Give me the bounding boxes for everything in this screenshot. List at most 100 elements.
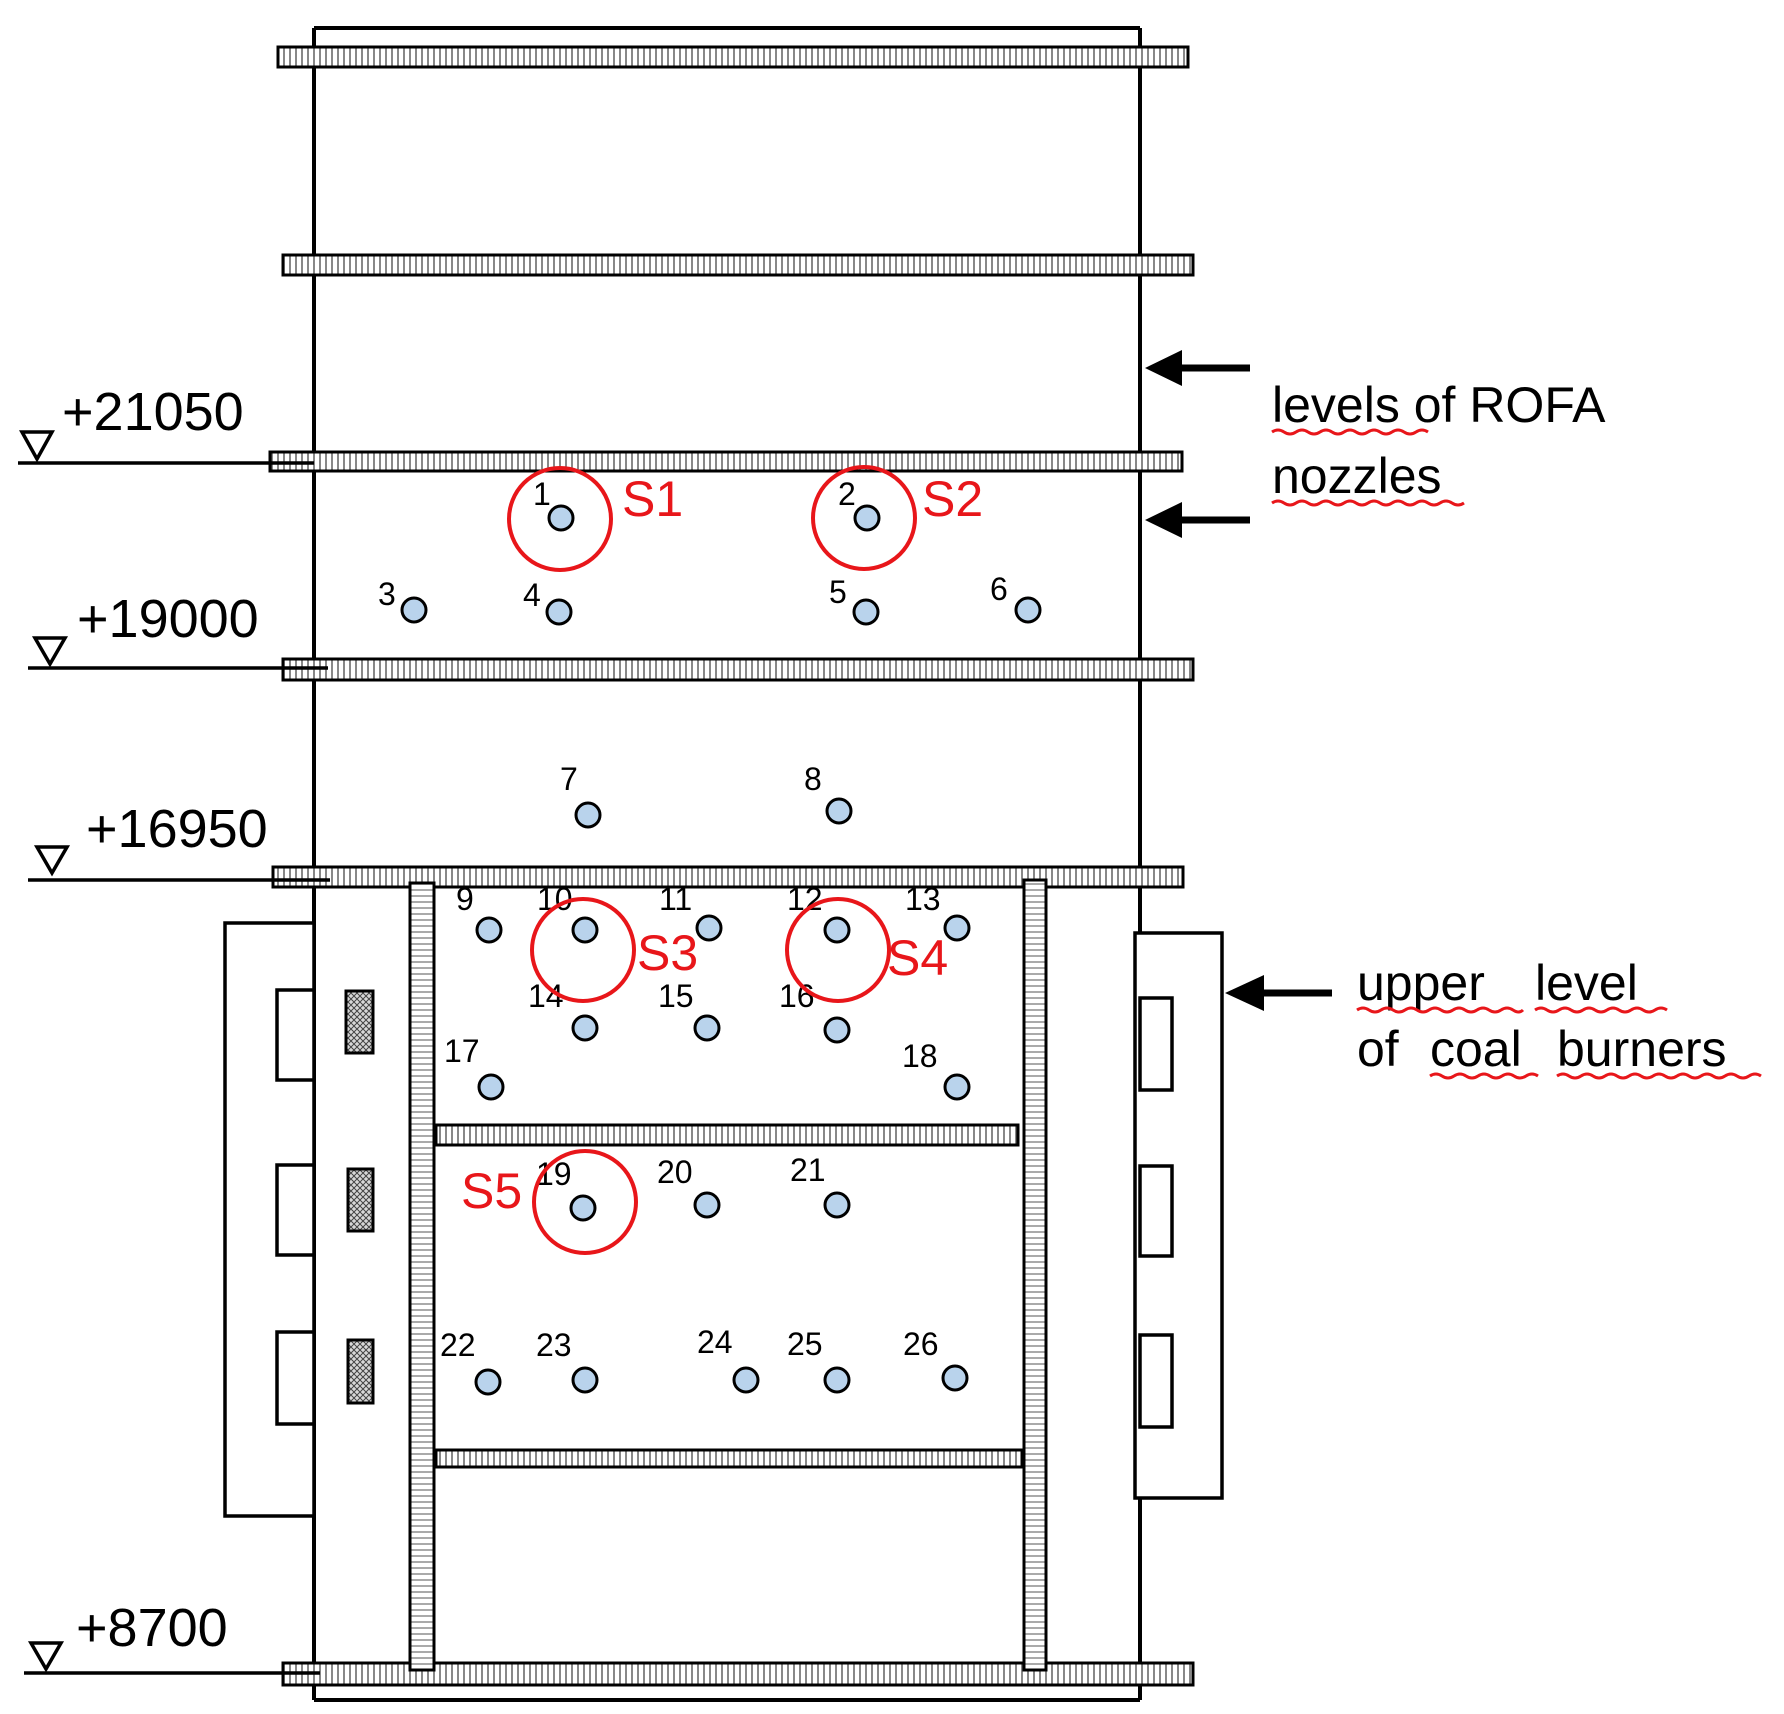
burner-opening-1 xyxy=(344,989,375,1055)
port-number: 4 xyxy=(523,577,541,613)
burner-box-right xyxy=(1133,931,1224,1500)
port-number: 17 xyxy=(444,1033,480,1069)
elevation-marker-21050: +21050 xyxy=(18,382,314,465)
burner-box-left xyxy=(223,921,316,1518)
port-number: 15 xyxy=(658,978,694,1014)
measurement-port: 4 xyxy=(523,577,573,626)
burner-left-3 xyxy=(275,1330,316,1426)
measurement-port: 23 xyxy=(536,1327,599,1394)
port-number: 18 xyxy=(902,1038,938,1074)
elevation-label: +16950 xyxy=(86,799,268,859)
port-number: 16 xyxy=(779,978,815,1014)
port-marker xyxy=(693,1191,721,1219)
port-marker xyxy=(852,598,880,626)
port-number: 2 xyxy=(838,476,856,512)
port-marker xyxy=(547,504,575,532)
elevation-marker-19000: +19000 xyxy=(28,589,328,670)
port-marker xyxy=(823,916,851,944)
port-marker xyxy=(571,916,599,944)
port-number: 25 xyxy=(787,1326,823,1362)
burner-right-2 xyxy=(1138,1164,1174,1258)
elevation-marker-8700: +8700 xyxy=(24,1598,320,1675)
measurement-port: 22 xyxy=(440,1327,502,1396)
burner-openings xyxy=(344,989,375,1405)
elevation-label: +19000 xyxy=(77,589,259,649)
section-circle xyxy=(811,465,917,571)
measurement-port: 2 xyxy=(838,476,881,532)
beam-16950 xyxy=(271,865,1185,889)
section-circle xyxy=(532,1149,638,1255)
spellcheck-underlines xyxy=(1356,1006,1762,1080)
port-marker xyxy=(823,1016,851,1044)
beam-21050 xyxy=(268,450,1184,473)
port-number: 26 xyxy=(903,1326,939,1362)
burner-opening-2 xyxy=(346,1167,375,1233)
section-circle xyxy=(785,897,891,1003)
port-marker xyxy=(823,1191,851,1219)
port-number: 22 xyxy=(440,1327,476,1363)
port-number: 11 xyxy=(659,881,692,917)
port-marker xyxy=(823,1366,851,1394)
port-marker xyxy=(695,914,723,942)
port-marker xyxy=(943,1073,971,1101)
annotation-rofa: levels of ROFA nozzles xyxy=(1271,377,1606,507)
section-circle xyxy=(507,466,613,572)
port-marker xyxy=(941,1364,969,1392)
measurement-port: 19 xyxy=(536,1156,597,1222)
measurement-port: 13 xyxy=(905,881,971,942)
port-marker xyxy=(400,596,428,624)
port-marker xyxy=(571,1366,599,1394)
column-right xyxy=(1022,878,1048,1672)
burner-left-2 xyxy=(275,1163,316,1257)
measurement-port: 14 xyxy=(528,978,599,1042)
port-number: 8 xyxy=(804,761,822,797)
measurement-port: 18 xyxy=(902,1038,971,1101)
port-marker xyxy=(571,1014,599,1042)
measurement-port: 7 xyxy=(560,761,602,829)
measurement-port: 17 xyxy=(444,1033,505,1101)
burner-opening-3 xyxy=(346,1338,375,1405)
section-s3: S3 xyxy=(530,897,698,1003)
section-s1: S1 xyxy=(507,466,683,572)
annotation-line: levels of ROFA xyxy=(1272,377,1606,433)
elevation-label: +8700 xyxy=(76,1598,228,1658)
burner-right-3 xyxy=(1138,1333,1174,1429)
annotation-line: nozzles xyxy=(1272,448,1442,504)
port-number: 9 xyxy=(456,881,474,917)
port-number: 7 xyxy=(560,761,578,797)
beam-inner-1 xyxy=(434,1123,1020,1147)
burner-left-1 xyxy=(275,988,316,1082)
beam-top xyxy=(276,45,1190,69)
measurement-port: 5 xyxy=(829,574,880,626)
port-marker xyxy=(1014,596,1042,624)
measurement-port: 10 xyxy=(537,881,599,944)
port-marker xyxy=(545,598,573,626)
section-label: S1 xyxy=(622,471,683,527)
measurement-port: 25 xyxy=(787,1326,851,1394)
measurement-port: 8 xyxy=(804,761,853,825)
spellcheck-underlines xyxy=(1271,428,1465,507)
port-marker xyxy=(474,1368,502,1396)
measurement-port: 12 xyxy=(787,881,851,944)
measurement-port: 26 xyxy=(903,1326,969,1392)
measurement-port: 9 xyxy=(456,881,503,944)
port-marker xyxy=(853,504,881,532)
measurement-port: 15 xyxy=(658,978,721,1042)
arrow-rofa-levels xyxy=(1145,350,1250,386)
port-number: 5 xyxy=(829,574,847,610)
section-label: S4 xyxy=(887,930,948,986)
arrow-rofa-nozzles xyxy=(1145,502,1250,538)
section-s5: S5 xyxy=(461,1149,638,1255)
section-label: S5 xyxy=(461,1163,522,1219)
port-marker xyxy=(943,914,971,942)
measurement-port: 20 xyxy=(657,1154,721,1219)
arrow-upper-burners xyxy=(1225,975,1332,1011)
port-number: 23 xyxy=(536,1327,572,1363)
port-marker xyxy=(732,1366,760,1394)
section-label: S3 xyxy=(637,925,698,981)
section-s2: S2 xyxy=(811,465,983,571)
port-number: 1 xyxy=(533,476,551,512)
